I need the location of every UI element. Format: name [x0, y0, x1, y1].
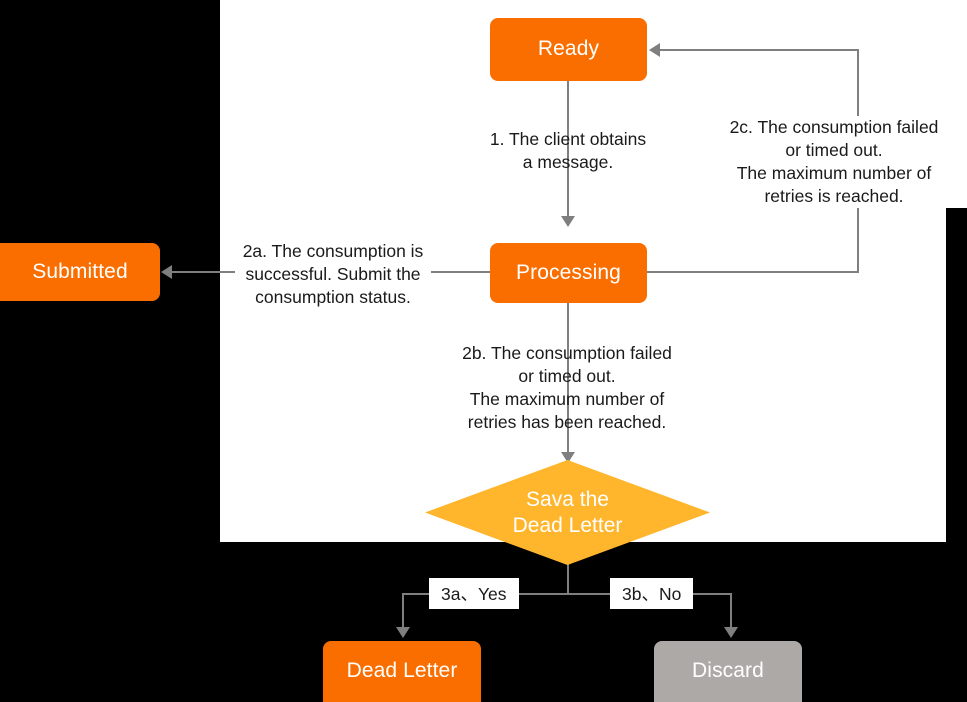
edge-no-drop [730, 593, 732, 629]
edge-decision-branch-bar [402, 593, 732, 595]
edge-label-consumption-successful: 2a. The consumption is successful. Submi… [235, 240, 431, 310]
node-submitted[interactable]: Submitted [0, 243, 160, 301]
node-decision-save-dead-letter[interactable]: Sava the Dead Letter [425, 460, 710, 565]
node-processing[interactable]: Processing [490, 243, 647, 303]
edge-ready-to-processing-arrowhead [561, 216, 575, 227]
node-discard[interactable]: Discard [654, 641, 802, 702]
node-dead-letter[interactable]: Dead Letter [323, 641, 481, 702]
node-ready[interactable]: Ready [490, 18, 647, 81]
edge-decision-stem [567, 560, 569, 594]
edge-yes-drop [402, 593, 404, 629]
edge-processing-to-decision-arrowhead [561, 452, 575, 463]
edge-no-arrowhead [724, 627, 738, 638]
edge-yes-arrowhead [396, 627, 410, 638]
branch-label-yes: 3a、Yes [429, 578, 519, 609]
edge-label-client-obtains-message: 1. The client obtains a message. [489, 129, 647, 173]
edge-processing-to-submitted-arrowhead [161, 265, 172, 279]
edge-processing-to-ready-arrowhead [649, 43, 660, 57]
edge-processing-to-ready-segment-left [660, 49, 859, 51]
edge-label-retries-is-reached: 2c. The consumption failed or timed out.… [705, 116, 963, 209]
decision-label: Sava the Dead Letter [512, 487, 623, 537]
edge-processing-to-ready-segment-right [647, 271, 859, 273]
edge-label-retries-has-been-reached: 2b. The consumption failed or timed out.… [462, 343, 672, 433]
branch-label-no: 3b、No [610, 578, 694, 609]
edge-processing-to-decision-line [567, 303, 569, 455]
edge-ready-to-processing-line [567, 81, 569, 217]
